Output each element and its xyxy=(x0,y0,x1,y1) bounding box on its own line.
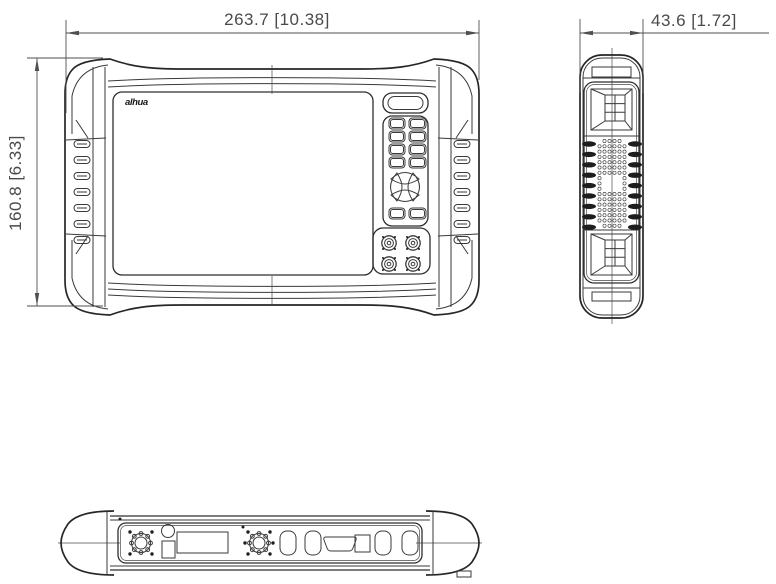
led-dot xyxy=(241,525,245,529)
bottom-view xyxy=(58,510,482,578)
corner-bumpers xyxy=(65,64,479,310)
dimension-width: 263.7 [10.38] xyxy=(65,10,480,113)
hdmi-port-icon xyxy=(323,536,357,552)
aviation-connector-icon xyxy=(128,530,154,556)
usb-port-icon xyxy=(374,530,392,556)
aviation-connector-icon xyxy=(243,530,275,556)
keypad-panel xyxy=(382,115,429,227)
switch-port xyxy=(161,540,176,559)
power-pill-button xyxy=(387,96,424,110)
control-strip xyxy=(372,92,431,275)
usb-port-icon xyxy=(401,530,419,556)
front-view: alhua xyxy=(64,58,480,316)
dimension-width-label: 263.7 [10.38] xyxy=(224,10,330,29)
bottom-ports xyxy=(118,517,419,559)
side-view xyxy=(579,48,644,324)
led-dot xyxy=(118,517,122,521)
usb-port-icon xyxy=(304,530,322,556)
device-body-outline xyxy=(64,58,480,316)
dimension-depth: 43.6 [1.72] xyxy=(579,11,769,93)
sd-card-slot xyxy=(354,534,371,553)
dimension-depth-label: 43.6 [1.72] xyxy=(651,11,737,30)
d-pad-icon xyxy=(390,172,420,202)
slot-port xyxy=(176,531,229,554)
screen: alhua xyxy=(112,91,374,276)
audio-jack-icon xyxy=(161,524,175,538)
dahua-logo: alhua xyxy=(125,97,148,108)
bottom-body-outline xyxy=(60,510,480,578)
dimension-height-label: 160.8 [6.33] xyxy=(6,135,25,231)
usb-port-icon xyxy=(279,530,297,556)
dimension-height: 160.8 [6.33] xyxy=(6,57,103,307)
top-button-panel xyxy=(382,92,429,114)
connector-panel xyxy=(372,227,431,275)
port-recess-panel xyxy=(117,522,423,564)
strap-notch xyxy=(456,570,472,578)
edge-bands xyxy=(107,65,437,305)
